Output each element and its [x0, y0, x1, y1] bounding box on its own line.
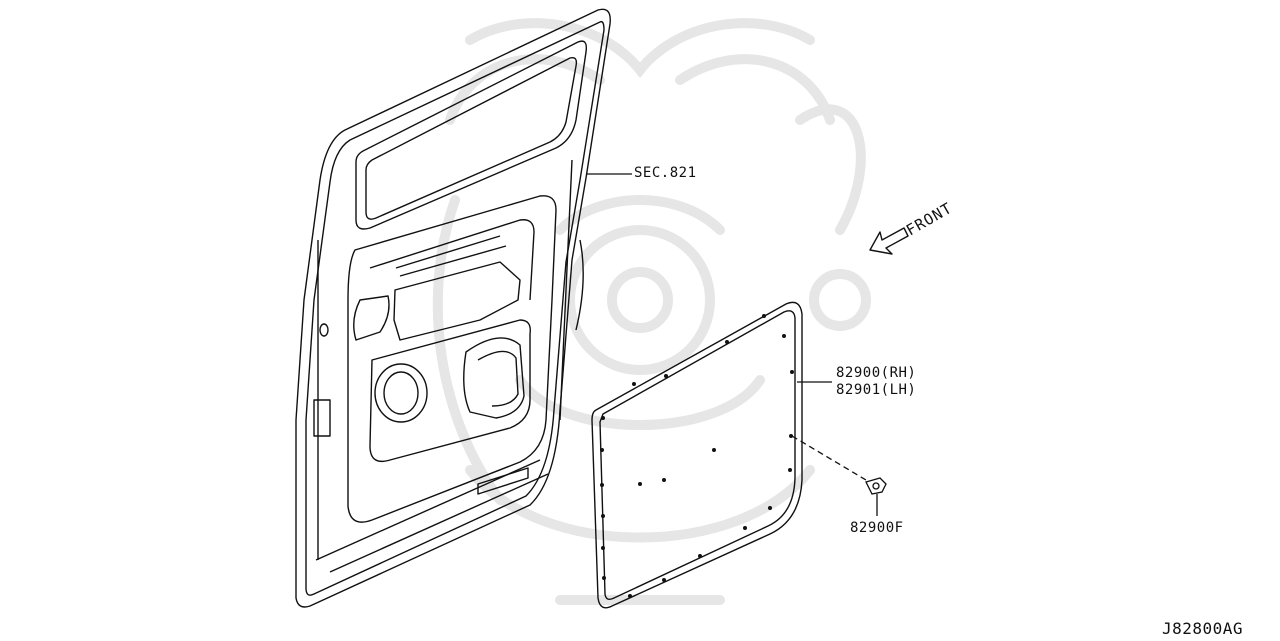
front-arrow-icon — [869, 227, 909, 255]
front-label: FRONT — [903, 199, 955, 240]
door-outer-panel — [295, 8, 611, 608]
watermark-logo — [432, 18, 871, 605]
trim-panel-clip-holes — [600, 314, 794, 598]
part-number-lh: 82901(LH) — [836, 382, 917, 398]
clip-part — [791, 435, 887, 516]
door-trim-panel — [591, 301, 803, 609]
diagram-code: J82800AG — [1162, 619, 1244, 638]
part-number-rh: 82900(RH) — [836, 365, 917, 381]
part-number-clip: 82900F — [850, 520, 904, 536]
sec-821-label: SEC.821 — [634, 165, 697, 181]
